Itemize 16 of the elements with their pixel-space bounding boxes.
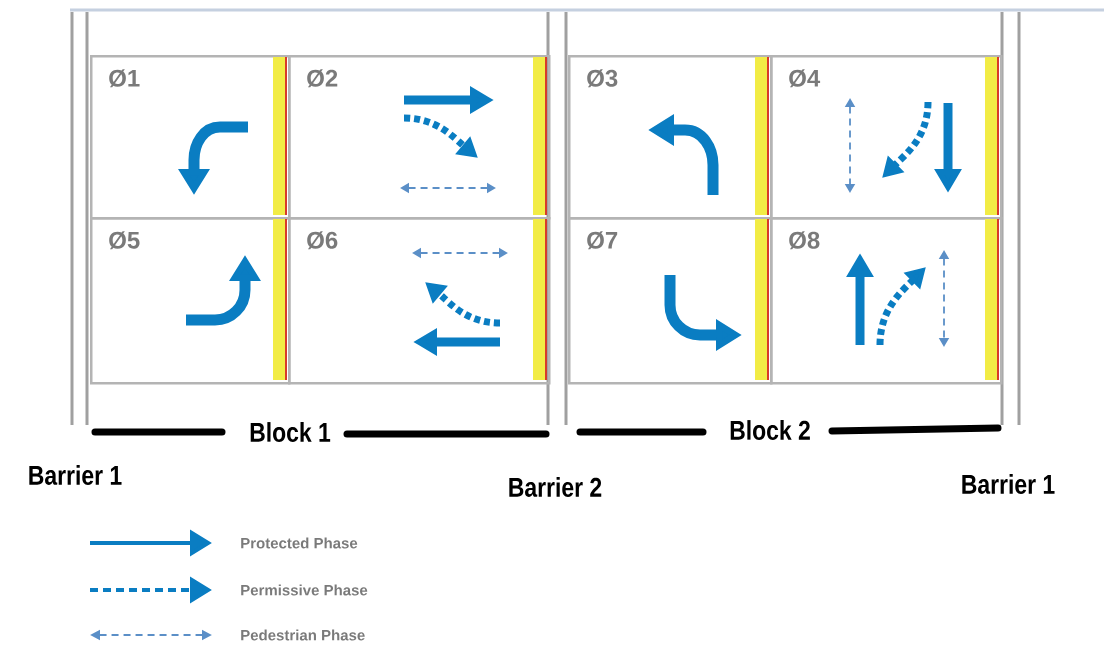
phase-cell: Ø3 [568,55,773,220]
legend-text: Pedestrian Phase [241,629,365,641]
block-label: Block 2 [730,420,810,440]
phase-cell: Ø4 [770,55,1003,220]
legend-text: Permissive Phase [241,584,368,596]
barrier-label: Barrier 1 [29,465,122,485]
barrier-label: Barrier 1 [962,474,1055,494]
phase-cell: Ø6 [288,217,551,385]
phase-cell: Ø5 [90,217,291,385]
block-label: Block 1 [250,422,331,442]
phase-cell: Ø8 [770,217,1003,385]
phase-cell: Ø7 [568,217,773,385]
phase-cell: Ø2 [288,55,551,220]
legend-text: Protected Phase [241,537,358,549]
phase-cell: Ø1 [90,55,291,220]
barrier-label: Barrier 2 [509,477,602,497]
